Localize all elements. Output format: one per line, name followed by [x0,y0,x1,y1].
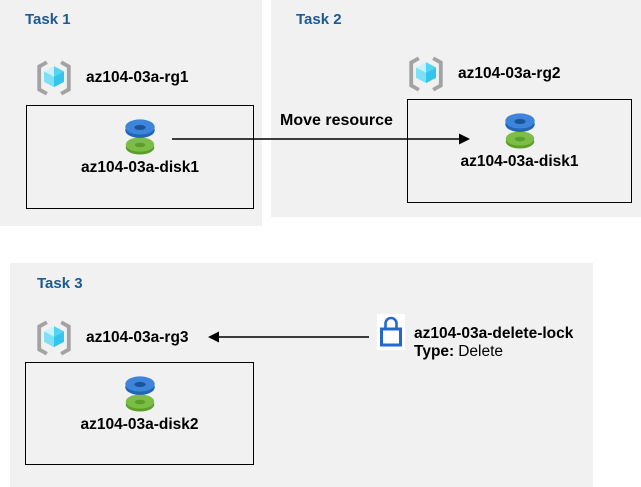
task1-disk-box: az104-03a-disk1 [26,105,254,209]
task1-rg-name: az104-03a-rg1 [86,69,189,86]
task3-resource-group: az104-03a-rg3 [33,318,189,358]
task2-title: Task 2 [296,11,342,28]
resource-group-icon [405,54,447,94]
task2-resource-group: az104-03a-rg2 [405,54,561,94]
lock-name: az104-03a-delete-lock [414,325,574,342]
lock-icon [377,314,405,350]
resource-group-icon [33,58,75,98]
task1-resource-group: az104-03a-rg1 [33,58,189,98]
task1-panel: Task 1 az104-03a-rg1 az104-03a-disk1 [0,0,262,226]
lock-arrow [208,331,369,343]
task2-disk-name: az104-03a-disk1 [460,153,579,170]
lock-type-label: Type: [414,343,455,360]
lock-badge [377,314,405,350]
lock-type-value: Delete [458,343,504,360]
resource-group-icon [33,318,75,358]
task2-disk-box: az104-03a-disk1 [407,99,632,203]
disk-icon [121,115,159,157]
task3-disk-box: az104-03a-disk2 [25,362,254,465]
task2-rg-name: az104-03a-rg2 [458,65,561,82]
disk-icon [501,109,539,151]
delete-lock-group: az104-03a-delete-lock Type:Delete [377,314,573,361]
task2-panel: Task 2 az104-03a-rg2 az104-03a-disk1 [271,0,641,217]
task3-panel: Task 3 az104-03a-rg3 az104-03a-disk2 [10,263,593,487]
task3-title: Task 3 [37,275,83,292]
disk-icon [121,372,159,414]
lock-type-line: Type:Delete [414,343,573,361]
move-resource-arrow [172,133,470,145]
move-resource-label: Move resource [280,112,393,129]
lock-text: az104-03a-delete-lock Type:Delete [414,325,573,361]
task1-disk-name: az104-03a-disk1 [80,159,200,176]
task1-title: Task 1 [25,11,71,28]
task3-disk-name: az104-03a-disk2 [80,416,199,433]
task3-rg-name: az104-03a-rg3 [86,329,189,346]
